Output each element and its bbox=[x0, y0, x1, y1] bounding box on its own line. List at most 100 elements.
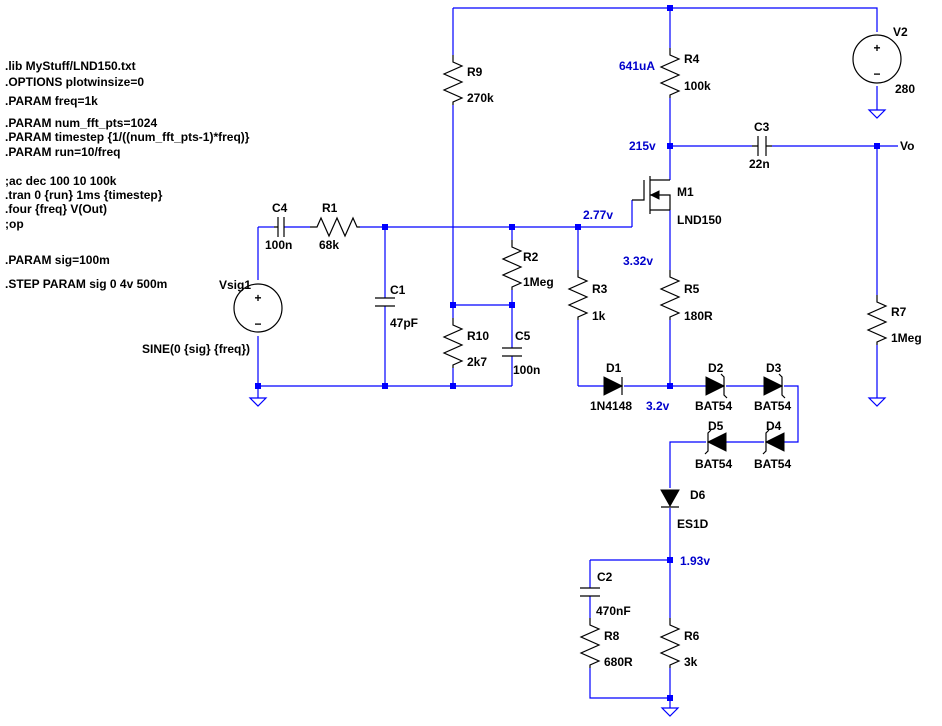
ground-icon bbox=[867, 397, 887, 407]
label-r3-value: 1k bbox=[592, 309, 606, 323]
label-r5-value: 180R bbox=[684, 309, 713, 323]
label-vsig1-name: Vsig1 bbox=[219, 278, 251, 292]
resistor-r8[interactable] bbox=[579, 618, 601, 668]
diode-d3[interactable] bbox=[763, 373, 786, 399]
label-r6-name: R6 bbox=[684, 629, 700, 643]
label-r2-value: 1Meg bbox=[523, 275, 554, 289]
annotation-r6-voltage: 1.93v bbox=[680, 554, 710, 568]
label-r10-value: 2k7 bbox=[467, 355, 487, 369]
voltage-source-vsig1[interactable]: + − bbox=[233, 283, 283, 333]
label-c5-name: C5 bbox=[515, 329, 531, 343]
label-d4-value: BAT54 bbox=[754, 457, 791, 471]
label-d1-value: 1N4148 bbox=[590, 399, 632, 413]
resistor-r1[interactable] bbox=[310, 216, 360, 238]
label-d2-name: D2 bbox=[708, 361, 724, 375]
mosfet-m1[interactable] bbox=[632, 176, 671, 214]
label-r6-value: 3k bbox=[684, 655, 698, 669]
directive-line: .PARAM freq=1k bbox=[5, 94, 98, 108]
capacitor-c4[interactable] bbox=[274, 217, 285, 237]
label-r2-name: R2 bbox=[523, 250, 539, 264]
label-d3-name: D3 bbox=[766, 361, 782, 375]
label-r7-name: R7 bbox=[891, 305, 907, 319]
label-c4-name: C4 bbox=[272, 201, 288, 215]
directive-line: .PARAM sig=100m bbox=[5, 253, 110, 267]
label-r10-name: R10 bbox=[467, 329, 489, 343]
label-r1-value: 68k bbox=[319, 238, 339, 252]
label-r7-value: 1Meg bbox=[891, 331, 922, 345]
directive-line: .lib MyStuff/LND150.txt bbox=[5, 59, 136, 73]
annotation-d1-voltage: 3.2v bbox=[646, 399, 670, 413]
resistor-r2[interactable] bbox=[501, 240, 523, 290]
label-r5-name: R5 bbox=[684, 282, 700, 296]
spice-directives: .lib MyStuff/LND150.txt .OPTIONS plotwin… bbox=[5, 59, 250, 291]
diode-d5[interactable] bbox=[704, 429, 727, 455]
ground-icon bbox=[248, 397, 268, 407]
net-label-vo: Vo bbox=[900, 139, 914, 153]
label-m1-value: LND150 bbox=[677, 213, 722, 227]
resistor-r9[interactable] bbox=[442, 55, 464, 105]
label-d5-name: D5 bbox=[708, 419, 724, 433]
v2-plus-sign: + bbox=[873, 41, 880, 55]
label-c2-value: 470nF bbox=[596, 604, 631, 618]
ground-icon bbox=[660, 707, 680, 717]
directive-line: .tran 0 {run} 1ms {timestep} bbox=[5, 188, 163, 202]
resistor-r10[interactable] bbox=[442, 318, 464, 368]
label-v2-value: 280 bbox=[895, 82, 915, 96]
label-r9-name: R9 bbox=[467, 65, 483, 79]
label-r8-value: 680R bbox=[604, 655, 633, 669]
directive-line: ;op bbox=[5, 217, 24, 231]
directive-line: .four {freq} V(Out) bbox=[5, 202, 107, 216]
directive-line: .PARAM run=10/freq bbox=[5, 145, 120, 159]
voltage-source-v2[interactable]: + − bbox=[852, 34, 902, 84]
vsig1-plus-sign: + bbox=[254, 291, 261, 305]
label-d2-value: BAT54 bbox=[695, 399, 732, 413]
v2-minus-sign: − bbox=[873, 67, 880, 81]
resistor-r3[interactable] bbox=[567, 270, 589, 320]
label-c5-value: 100n bbox=[513, 363, 540, 377]
op-annotations: 641uA 215v 2.77v 3.32v 3.2v 1.93v bbox=[583, 59, 710, 568]
wires bbox=[257, 7, 898, 708]
label-d4-name: D4 bbox=[766, 419, 782, 433]
vsig1-minus-sign: − bbox=[254, 317, 261, 331]
label-r1-name: R1 bbox=[322, 201, 338, 215]
directive-line: .PARAM timestep {1/((num_fft_pts-1)*freq… bbox=[5, 130, 250, 144]
label-d6-value: ES1D bbox=[677, 517, 709, 531]
diode-d4[interactable] bbox=[762, 429, 785, 455]
label-c1-value: 47pF bbox=[390, 316, 418, 330]
label-r3-name: R3 bbox=[592, 282, 608, 296]
label-d3-value: BAT54 bbox=[754, 399, 791, 413]
diode-d1[interactable] bbox=[603, 376, 624, 396]
diode-d2[interactable] bbox=[705, 373, 728, 399]
directive-line: .STEP PARAM sig 0 4v 500m bbox=[5, 277, 167, 291]
label-v2-name: V2 bbox=[893, 25, 908, 39]
ground-icon bbox=[867, 109, 887, 119]
resistor-r5[interactable] bbox=[659, 270, 681, 320]
capacitor-c1[interactable] bbox=[375, 297, 395, 307]
resistor-r6[interactable] bbox=[659, 618, 681, 668]
label-c1-name: C1 bbox=[390, 283, 406, 297]
resistor-r4[interactable] bbox=[659, 48, 681, 98]
capacitor-c5[interactable] bbox=[502, 347, 522, 357]
label-c3-value: 22n bbox=[749, 157, 770, 171]
label-vsig1-value: SINE(0 {sig} {freq}) bbox=[142, 342, 250, 356]
resistor-r7[interactable] bbox=[866, 295, 888, 345]
capacitor-c2[interactable] bbox=[580, 587, 600, 597]
label-c3-name: C3 bbox=[754, 120, 770, 134]
annotation-source-voltage: 3.32v bbox=[623, 254, 653, 268]
diode-d6[interactable] bbox=[660, 489, 680, 508]
junctions bbox=[255, 5, 880, 701]
label-d6-name: D6 bbox=[690, 488, 706, 502]
label-d5-value: BAT54 bbox=[695, 457, 732, 471]
annotation-gate-voltage: 2.77v bbox=[583, 208, 613, 222]
capacitor-c3[interactable] bbox=[752, 136, 772, 156]
label-m1-name: M1 bbox=[677, 185, 694, 199]
label-c4-value: 100n bbox=[265, 238, 292, 252]
label-c2-name: C2 bbox=[597, 570, 613, 584]
annotation-r4-current: 641uA bbox=[619, 59, 655, 73]
label-r4-name: R4 bbox=[684, 52, 700, 66]
directive-line: .OPTIONS plotwinsize=0 bbox=[5, 75, 144, 89]
directive-line: .PARAM num_fft_pts=1024 bbox=[5, 116, 157, 130]
label-r4-value: 100k bbox=[684, 79, 711, 93]
directive-line: ;ac dec 100 10 100k bbox=[5, 174, 117, 188]
